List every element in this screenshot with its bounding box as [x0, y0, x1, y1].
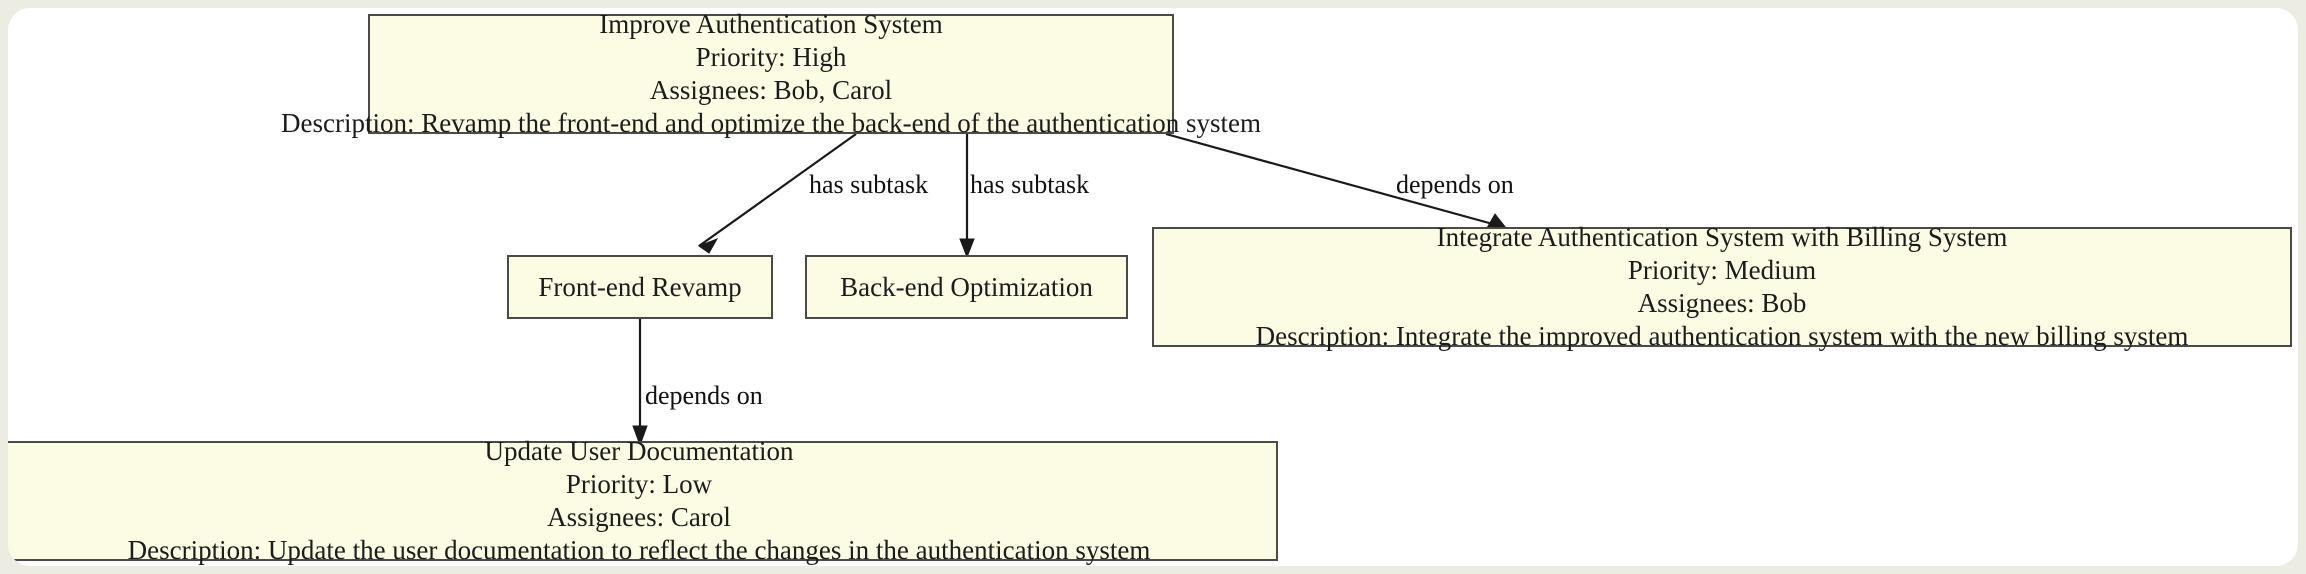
node-back-end-optimization[interactable]: Back-end Optimization [805, 255, 1128, 319]
node-description: Description: Revamp the front-end and op… [281, 108, 1261, 138]
node-title: Back-end Optimization [840, 271, 1093, 302]
node-title: Improve Authentication System [599, 9, 943, 39]
node-description: Description: Integrate the improved auth… [1255, 321, 2189, 351]
node-title: Integrate Authentication System with Bil… [1436, 222, 2008, 252]
node-assignees: Assignees: Carol [547, 502, 731, 532]
edge-label-improve-to-frontend: has subtask [809, 170, 929, 199]
edge-label-improve-to-backend: has subtask [970, 170, 1090, 199]
node-title: Update User Documentation [484, 436, 794, 466]
edge-label-frontend-to-docs: depends on [645, 381, 763, 410]
node-priority: Priority: High [695, 42, 847, 72]
node-front-end-revamp[interactable]: Front-end Revamp [507, 255, 773, 319]
node-improve-authentication-system[interactable]: Improve Authentication System Priority: … [281, 9, 1261, 138]
node-assignees: Assignees: Bob [1637, 288, 1807, 318]
task-dependency-graph: Improve Authentication System Priority: … [8, 8, 2298, 566]
node-integrate-authentication-system-with-billing-system[interactable]: Integrate Authentication System with Bil… [1152, 222, 2292, 351]
node-update-user-documentation[interactable]: Update User Documentation Priority: Low … [8, 436, 1278, 565]
node-priority: Priority: Medium [1627, 255, 1817, 285]
node-assignees: Assignees: Bob, Carol [649, 75, 893, 105]
diagram-canvas: Improve Authentication System Priority: … [8, 8, 2298, 566]
node-title: Front-end Revamp [538, 271, 742, 302]
node-description: Description: Update the user documentati… [127, 535, 1151, 565]
edge-label-improve-to-integrate: depends on [1396, 170, 1514, 199]
node-priority: Priority: Low [565, 469, 713, 499]
